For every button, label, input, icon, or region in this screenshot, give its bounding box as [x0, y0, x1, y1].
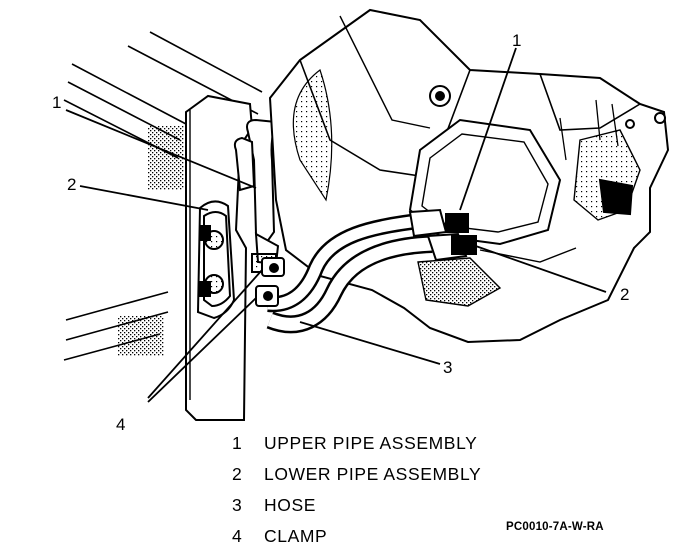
figure-reference-code: PC0010-7A-W-RA — [506, 521, 604, 533]
legend-label: LOWER PIPE ASSEMBLY — [264, 464, 482, 484]
legend-label: CLAMP — [264, 526, 328, 546]
legend-item-clamp: 4 CLAMP — [232, 521, 481, 552]
legend-number: 3 — [232, 495, 243, 515]
legend-item-upper-pipe: 1 UPPER PIPE ASSEMBLY — [232, 428, 481, 459]
callout-upper-pipe-left: 1 — [52, 93, 61, 112]
radiator-tank — [118, 94, 254, 421]
callout-upper-pipe-right: 1 — [512, 31, 521, 50]
legend-item-lower-pipe: 2 LOWER PIPE ASSEMBLY — [232, 459, 481, 490]
legend-number: 4 — [232, 526, 243, 546]
legend-number: 2 — [232, 464, 243, 484]
callout-clamp: 4 — [116, 415, 125, 434]
callouts: 1 2 3 4 1 2 — [52, 31, 629, 434]
cooler-hose — [266, 212, 433, 334]
legend-label: HOSE — [264, 495, 316, 515]
legend-number: 1 — [232, 433, 243, 453]
parts-legend: 1 UPPER PIPE ASSEMBLY 2 LOWER PIPE ASSEM… — [232, 428, 481, 552]
legend-label: UPPER PIPE ASSEMBLY — [264, 433, 478, 453]
callout-lower-pipe-right: 2 — [620, 285, 629, 304]
callout-hose: 3 — [443, 358, 452, 377]
legend-item-hose: 3 HOSE — [232, 490, 481, 521]
clamps — [255, 257, 285, 307]
leader-lines — [65, 47, 607, 403]
transmission-fittings — [408, 208, 477, 262]
callout-lower-pipe-left: 2 — [67, 175, 76, 194]
body-panel-lines — [63, 31, 263, 361]
